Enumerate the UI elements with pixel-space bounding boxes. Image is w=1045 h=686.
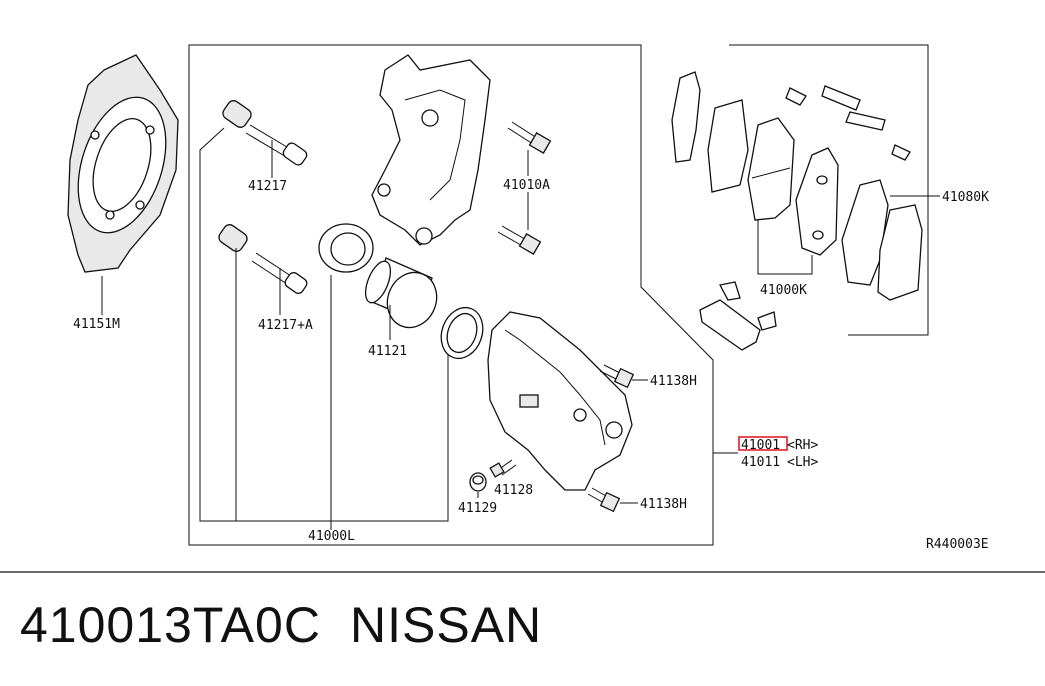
label-41138H-bottom: 41138H (640, 497, 687, 512)
highlight-box-41001 (738, 436, 788, 451)
label-41151M: 41151M (73, 317, 120, 332)
caliper-body-part (487, 311, 633, 491)
label-41121: 41121 (368, 344, 407, 359)
guide-bolt-lower (587, 487, 621, 513)
bracket-bolt-upper (507, 121, 552, 154)
label-41010A: 41010A (503, 178, 550, 193)
label-41001: 41001 (741, 438, 780, 453)
label-41000K: 41000K (760, 283, 807, 298)
brand-name: NISSAN (350, 597, 543, 653)
backing-plate-part (67, 54, 179, 273)
label-41128: 41128 (494, 483, 533, 498)
leader-41000L-bracket (199, 127, 449, 522)
pad-shims-part (785, 85, 911, 161)
label-41080K: 41080K (942, 190, 989, 205)
brake-pad-inner-part (747, 117, 795, 221)
anti-rattle-clips-part (671, 71, 749, 193)
leader-41000K (757, 220, 813, 275)
label-41000L: 41000L (308, 529, 355, 544)
part-number: 410013TA0C (20, 597, 321, 653)
pad-shim-outer-part (841, 179, 923, 301)
assembly-frame (188, 44, 714, 546)
piston-seal-part (318, 223, 374, 273)
label-41217A: 41217+A (258, 318, 313, 333)
slide-pin-a-part (218, 224, 308, 294)
reference-code: R440003E (926, 537, 989, 552)
guide-bolt-upper (599, 364, 635, 389)
piston-part (364, 257, 438, 329)
pad-kit-frame (729, 44, 929, 336)
dust-boot-part (440, 306, 484, 360)
label-41129: 41129 (458, 501, 497, 516)
label-41011: 41011 (741, 455, 780, 470)
bleeder-cap-part (469, 472, 487, 492)
bracket-bolt-lower (497, 225, 542, 255)
label-41001-side: <RH> (787, 438, 818, 453)
bleeder-screw-part (489, 459, 517, 478)
pad-retainer-part (699, 281, 777, 351)
label-41011-side: <LH> (787, 455, 818, 470)
slide-pin-part (222, 100, 308, 166)
label-41138H-top: 41138H (650, 374, 697, 389)
torque-member-part (371, 54, 491, 246)
brake-pad-outer-part (795, 147, 839, 256)
label-41217: 41217 (248, 179, 287, 194)
